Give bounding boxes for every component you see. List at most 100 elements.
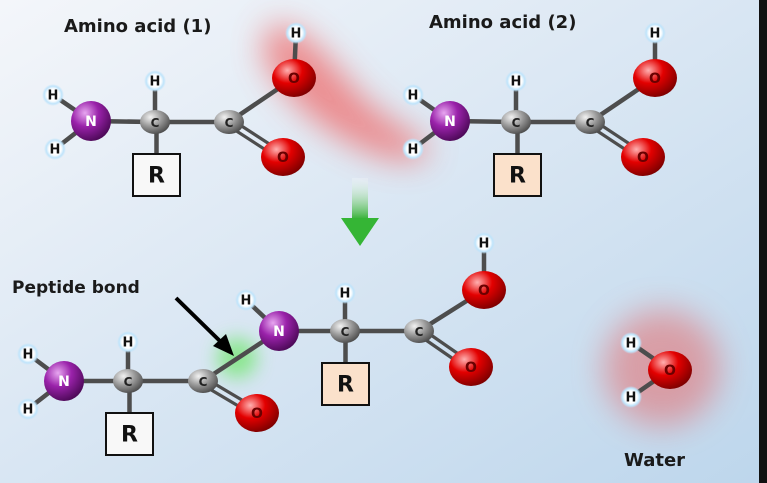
carbon-sphere [501, 110, 531, 134]
hydrogen-sphere [42, 84, 64, 106]
carbon-atom-aa1-cc: C [214, 110, 244, 134]
hydrogen-sphere [44, 138, 66, 160]
oxygen-atom-aa1-oh: O [272, 59, 316, 97]
oxygen-symbol: O [277, 150, 289, 166]
hydrogen-sphere [334, 282, 356, 304]
hydrogen-sphere [144, 70, 166, 92]
oxygen-symbol: O [251, 406, 263, 422]
hydrogen-symbol: H [408, 143, 419, 158]
carbon-atom-aa2-cc: C [575, 110, 605, 134]
hydrogen-symbol: H [408, 89, 419, 104]
hydrogen-symbol: H [650, 27, 661, 42]
nitrogen-atom-dp-n2: N [259, 311, 299, 351]
nitrogen-sphere [44, 361, 84, 401]
nitrogen-sphere [259, 311, 299, 351]
hydrogen-sphere [17, 343, 39, 365]
peptide-bond-label: Peptide bond [12, 278, 140, 298]
carbon-sphere [188, 369, 218, 393]
hydrogen-atom-dp-h1: H [17, 343, 39, 365]
oxygen-sphere [648, 351, 692, 389]
water-label: Water [624, 450, 685, 471]
nitrogen-sphere [71, 101, 111, 141]
nitrogen-symbol: N [273, 324, 285, 340]
oxygen-symbol: O [465, 360, 477, 376]
hydrogen-sphere [505, 70, 527, 92]
nitrogen-symbol: N [85, 114, 97, 130]
amino-acid-2-label: Amino acid (2) [429, 12, 576, 33]
hydrogen-symbol: H [511, 75, 522, 90]
hydrogen-symbol: H [626, 337, 637, 352]
carbon-atom-dp-cc2: C [404, 319, 434, 343]
hydrogen-symbol: H [479, 237, 490, 252]
nitrogen-atom-aa1-n: N [71, 101, 111, 141]
oxygen-symbol: O [288, 71, 300, 87]
oxygen-symbol: O [664, 363, 676, 379]
carbon-atom-aa1-ca: C [140, 110, 170, 134]
dp-r1-box [105, 412, 154, 456]
carbon-sphere [404, 319, 434, 343]
hydrogen-atom-w-h1: H [620, 332, 642, 354]
hydrogen-symbol: H [23, 403, 34, 418]
oxygen-atom-dp-od1: O [235, 394, 279, 432]
hydrogen-symbol: H [48, 89, 59, 104]
hydrogen-atom-w-h2: H [620, 386, 642, 408]
peptide-bond-pointer [174, 296, 234, 356]
removed-water-glow [262, 24, 430, 161]
nitrogen-sphere [430, 101, 470, 141]
oxygen-atom-aa1-od: O [261, 138, 305, 176]
hydrogen-atom-aa1-ch: H [144, 70, 166, 92]
oxygen-sphere [449, 348, 493, 386]
hydrogen-atom-aa2-ch: H [505, 70, 527, 92]
hydrogen-atom-dp-ho: H [473, 232, 495, 254]
carbon-sphere [113, 369, 143, 393]
hydrogen-atom-aa1-h2: H [44, 138, 66, 160]
hydrogen-atom-dp-h2: H [17, 398, 39, 420]
nitrogen-atom-aa2-n: N [430, 101, 470, 141]
hydrogen-sphere [285, 22, 307, 44]
carbon-sphere [330, 319, 360, 343]
hydrogen-atom-dp-nh: H [235, 289, 257, 311]
dp-r2-box [321, 362, 370, 406]
carbon-sphere [140, 110, 170, 134]
hydrogen-symbol: H [23, 348, 34, 363]
hydrogen-sphere [620, 332, 642, 354]
nitrogen-symbol: N [58, 374, 70, 390]
carbon-symbol: C [586, 116, 595, 130]
carbon-atom-dp-cc1: C [188, 369, 218, 393]
hydrogen-sphere [402, 84, 424, 106]
hydrogen-sphere [473, 232, 495, 254]
hydrogen-symbol: H [241, 294, 252, 309]
carbon-symbol: C [124, 375, 133, 389]
right-edge-shadow [759, 0, 767, 483]
carbon-symbol: C [225, 116, 234, 130]
carbon-atom-dp-ca1: C [113, 369, 143, 393]
dp-r2-text: R [337, 373, 354, 398]
oxygen-sphere [272, 59, 316, 97]
hydrogen-atom-aa1-h1: H [42, 84, 64, 106]
carbon-sphere [214, 110, 244, 134]
oxygen-sphere [462, 271, 506, 309]
oxygen-atom-w-o: O [648, 351, 692, 389]
oxygen-atom-dp-od2: O [449, 348, 493, 386]
aa2-r-box [493, 153, 542, 197]
hydrogen-sphere [17, 398, 39, 420]
oxygen-atom-aa2-od: O [621, 138, 665, 176]
nitrogen-atom-dp-n1: N [44, 361, 84, 401]
hydrogen-atom-aa1-ho: H [285, 22, 307, 44]
hydrogen-sphere [644, 22, 666, 44]
hydrogen-sphere [117, 331, 139, 353]
nitrogen-symbol: N [444, 114, 456, 130]
hydrogen-symbol: H [626, 391, 637, 406]
hydrogen-atom-aa2-h2: H [402, 138, 424, 160]
oxygen-sphere [621, 138, 665, 176]
oxygen-sphere [633, 59, 677, 97]
oxygen-atom-aa2-oh: O [633, 59, 677, 97]
carbon-symbol: C [512, 116, 521, 130]
reaction-arrow [341, 178, 379, 246]
hydrogen-atom-dp-ch1: H [117, 331, 139, 353]
oxygen-symbol: O [478, 283, 490, 299]
